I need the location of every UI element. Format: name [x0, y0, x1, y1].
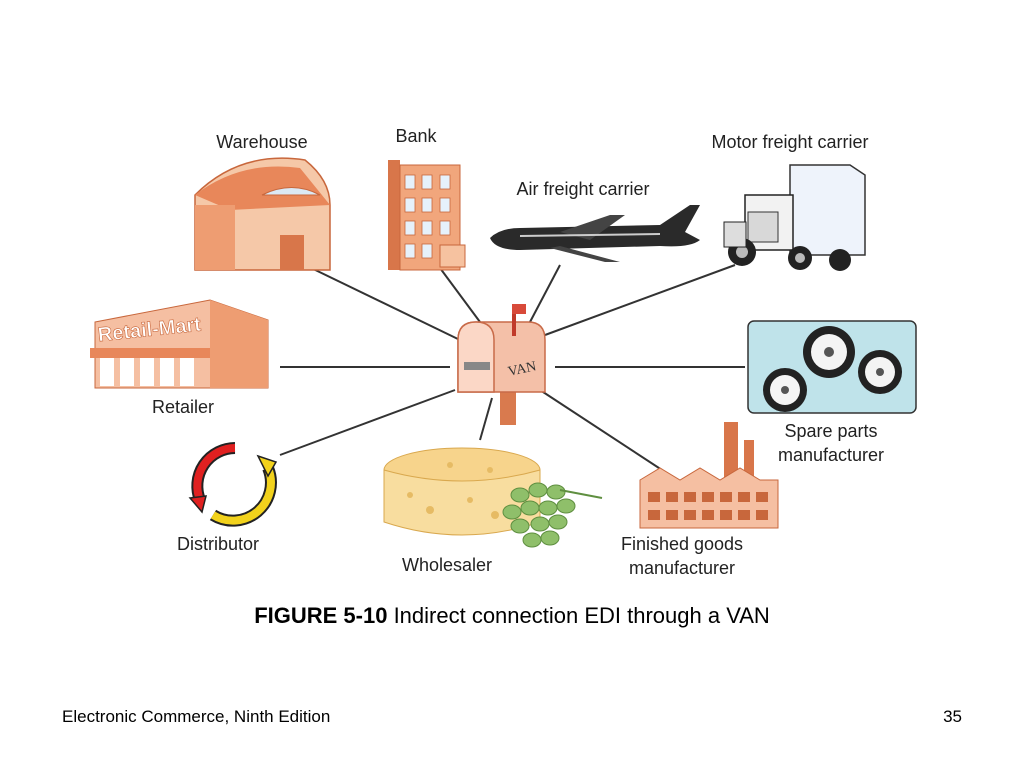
warehouse-icon	[194, 157, 331, 271]
finished-goods-label-line1: Finished goods	[621, 534, 743, 554]
connector-bank	[439, 267, 481, 323]
air-freight-label: Air freight carrier	[516, 179, 649, 199]
connector-distributor	[279, 389, 456, 456]
retail-store-icon: Retail-Mart	[90, 299, 269, 389]
spare-parts-label-line1: Spare parts	[784, 421, 877, 441]
figure-caption-text: Indirect connection EDI through a VAN	[387, 603, 770, 628]
spare-parts-label-line2: manufacturer	[778, 445, 884, 465]
van-label: VAN	[507, 359, 538, 380]
figure-caption: FIGURE 5-10 Indirect connection EDI thro…	[0, 603, 1024, 629]
gears-icon	[747, 320, 917, 414]
motor-freight-label: Motor freight carrier	[711, 132, 868, 152]
figure-number: FIGURE 5-10	[254, 603, 388, 628]
finished-goods-label-line2: manufacturer	[629, 558, 735, 578]
retailer-label: Retailer	[152, 397, 214, 417]
wholesaler-label: Wholesaler	[402, 555, 492, 575]
distributor-cycle-icon	[188, 442, 278, 527]
connector-lines	[279, 264, 745, 471]
warehouse-label: Warehouse	[216, 132, 307, 152]
bank-label: Bank	[395, 126, 437, 146]
bank-icon	[388, 160, 466, 271]
cheese-grapes-icon	[383, 447, 603, 548]
connector-warehouse	[304, 264, 461, 341]
connector-motor-freight	[544, 264, 736, 336]
footer-book-title: Electronic Commerce, Ninth Edition	[62, 707, 331, 726]
connector-air-freight	[529, 264, 561, 323]
connector-wholesaler	[479, 397, 493, 441]
factory-icon	[639, 422, 779, 529]
truck-icon	[723, 164, 866, 271]
footer-page-number: 35	[943, 707, 962, 726]
van-edi-diagram: VAN Warehouse Bank	[90, 126, 917, 578]
van-mailbox-icon: VAN	[457, 304, 546, 425]
connector-finished-goods	[539, 389, 663, 471]
distributor-label: Distributor	[177, 534, 259, 554]
airplane-icon	[490, 205, 700, 262]
